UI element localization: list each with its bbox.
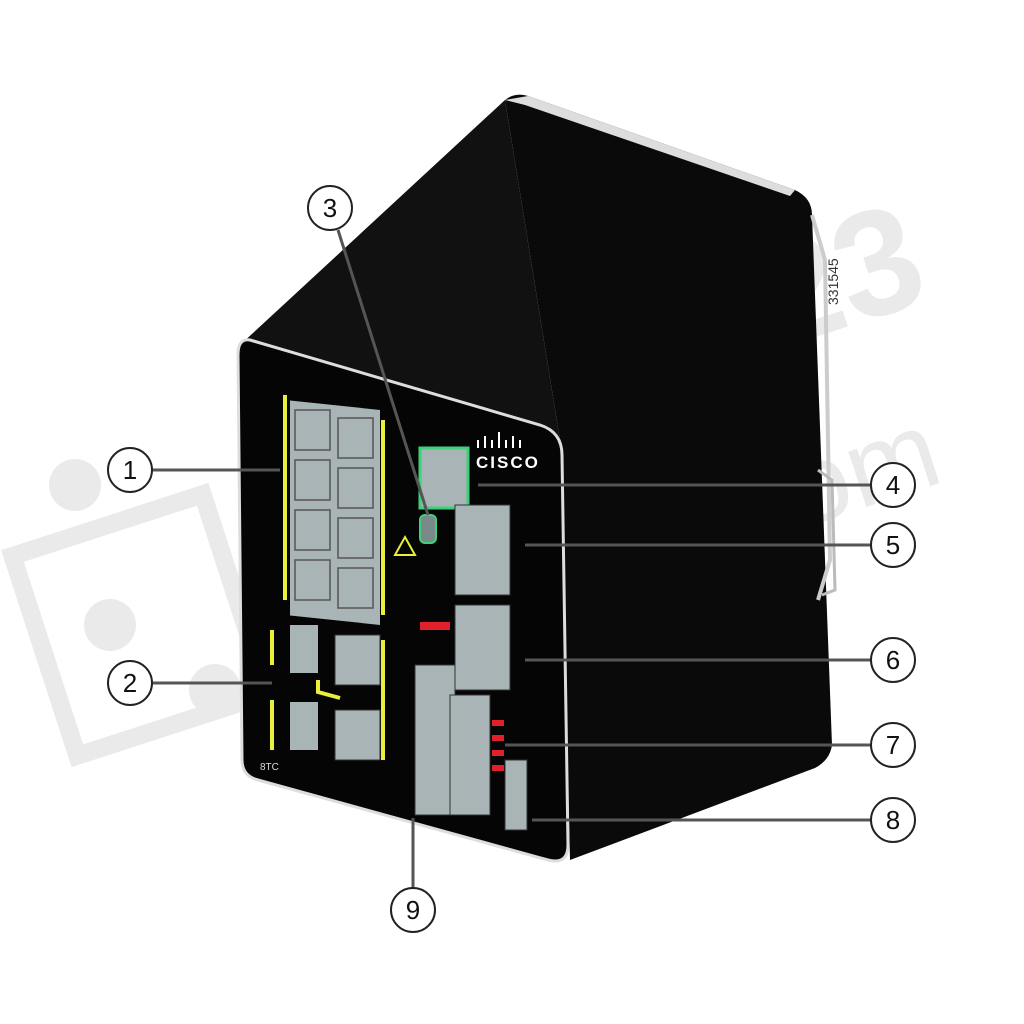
callout-8: 8 <box>870 797 916 843</box>
svg-text:CISCO: CISCO <box>476 453 540 472</box>
svg-text:7: 7 <box>886 730 900 760</box>
svg-text:4: 4 <box>886 470 900 500</box>
callout-5: 5 <box>870 522 916 568</box>
warning-icon <box>393 534 417 556</box>
svg-text:1: 1 <box>123 455 137 485</box>
svg-text:8TC: 8TC <box>260 762 279 773</box>
svg-text:9: 9 <box>406 895 420 925</box>
alarm-labels <box>420 622 504 771</box>
callout-3: 3 <box>307 185 353 231</box>
callout-1: 1 <box>107 447 153 493</box>
svg-text:6: 6 <box>886 645 900 675</box>
switch-chassis <box>240 94 837 860</box>
callout-7: 7 <box>870 722 916 768</box>
alarm-connector <box>449 694 491 816</box>
cisco-logo: CISCO <box>476 432 540 472</box>
power-connector-b <box>454 604 511 691</box>
callout-9: 9 <box>390 887 436 933</box>
callout-leaders <box>152 229 871 888</box>
uplink-ports <box>270 625 385 761</box>
svg-text:5: 5 <box>886 530 900 560</box>
callout-2: 2 <box>107 660 153 706</box>
power-connector-a <box>454 504 511 596</box>
svg-text:3: 3 <box>323 193 337 223</box>
ground-lug <box>504 759 528 831</box>
svg-text:2: 2 <box>123 668 137 698</box>
callout-4: 4 <box>870 462 916 508</box>
ethernet-ports-1-8 <box>283 395 385 625</box>
din-rail-latch <box>414 664 456 816</box>
svg-text:8: 8 <box>886 805 900 835</box>
front-panel: CISCO 8TC <box>236 338 570 863</box>
console-port-rj45 <box>418 446 470 510</box>
figure-id: 331545 <box>825 258 841 305</box>
callout-6: 6 <box>870 637 916 683</box>
console-port-usb <box>419 514 437 544</box>
